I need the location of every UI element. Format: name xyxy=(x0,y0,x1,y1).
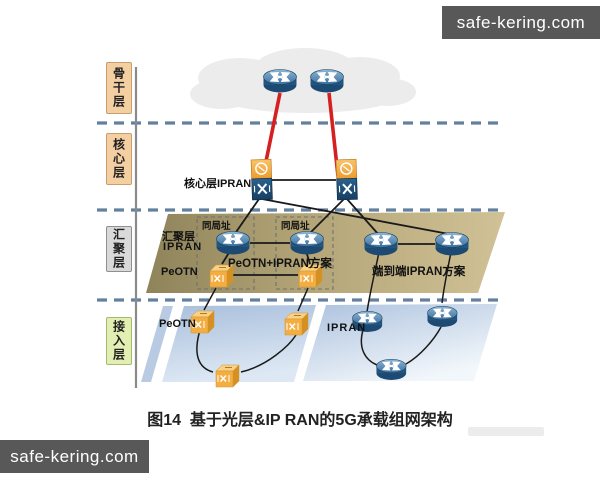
router-icon xyxy=(264,70,297,93)
figure-caption: 图14 基于光层&IP RAN的5G承载组网架构 xyxy=(147,412,453,429)
router-icon xyxy=(311,70,344,93)
link-agg-r3-access-b1 xyxy=(366,251,380,313)
router-icon xyxy=(291,232,324,255)
link-access-b3-b2 xyxy=(405,326,442,365)
access-peotn-label: PeOTN xyxy=(159,318,196,330)
link-core1-agg-r4 xyxy=(261,198,450,235)
layer-chip-backbone: 骨干层 xyxy=(106,62,132,114)
router-icon xyxy=(427,306,457,327)
colocated-label-right: 同局址 xyxy=(281,221,310,232)
watermark-top-right: safe-kering.com xyxy=(442,6,600,39)
backbone-cloud-shape xyxy=(190,48,416,113)
link-agg-r4-access-b2 xyxy=(441,251,452,304)
colocated-box-left xyxy=(196,216,255,290)
core-ipran-device-icon xyxy=(335,158,359,201)
access-ipran-label: IPRAN xyxy=(327,322,367,334)
link-otn1-access1 xyxy=(203,287,217,311)
link-core1-agg-r1 xyxy=(233,198,260,236)
scheme-label-e2e-ipran: 端到端IPRAN方案 xyxy=(372,266,466,278)
layer-chip-access: 接入层 xyxy=(106,317,132,365)
layer-chip-aggregation: 汇聚层 xyxy=(106,226,132,272)
router-icon xyxy=(376,359,406,380)
router-icon xyxy=(217,232,250,255)
link-access-b1-b3 xyxy=(360,329,378,366)
scheme-label-peotn-ipran: PeOTN+IPRAN方案 xyxy=(228,258,332,270)
aggregation-peotn-label: PeOTN xyxy=(161,266,198,278)
access-plane-sliver xyxy=(141,306,173,382)
aggregation-ipran-label-line1: 汇聚层 xyxy=(162,231,195,243)
watermark-bottom-left: safe-kering.com xyxy=(0,440,149,473)
link-access-a1-a3 xyxy=(196,329,214,373)
layer-chip-core: 核心层 xyxy=(106,133,132,185)
colocated-label-left: 同局址 xyxy=(202,221,231,232)
router-icon xyxy=(365,233,398,256)
router-icon xyxy=(436,233,469,256)
link-core2-agg-r3 xyxy=(346,198,380,236)
core-ipran-label: 核心层IPRAN xyxy=(184,178,252,190)
link-access-a3-a2 xyxy=(240,334,297,373)
colocated-box-right xyxy=(275,216,334,290)
aggregation-ipran-label-line2: IPRAN xyxy=(163,241,203,253)
core-ipran-device-icon xyxy=(250,158,274,201)
peotn-cube-icon xyxy=(284,312,309,336)
peotn-cube-icon xyxy=(215,364,240,388)
link-otn2-access2 xyxy=(297,287,309,312)
link-core2-agg-r2 xyxy=(307,198,345,236)
faint-watermark xyxy=(468,427,544,436)
